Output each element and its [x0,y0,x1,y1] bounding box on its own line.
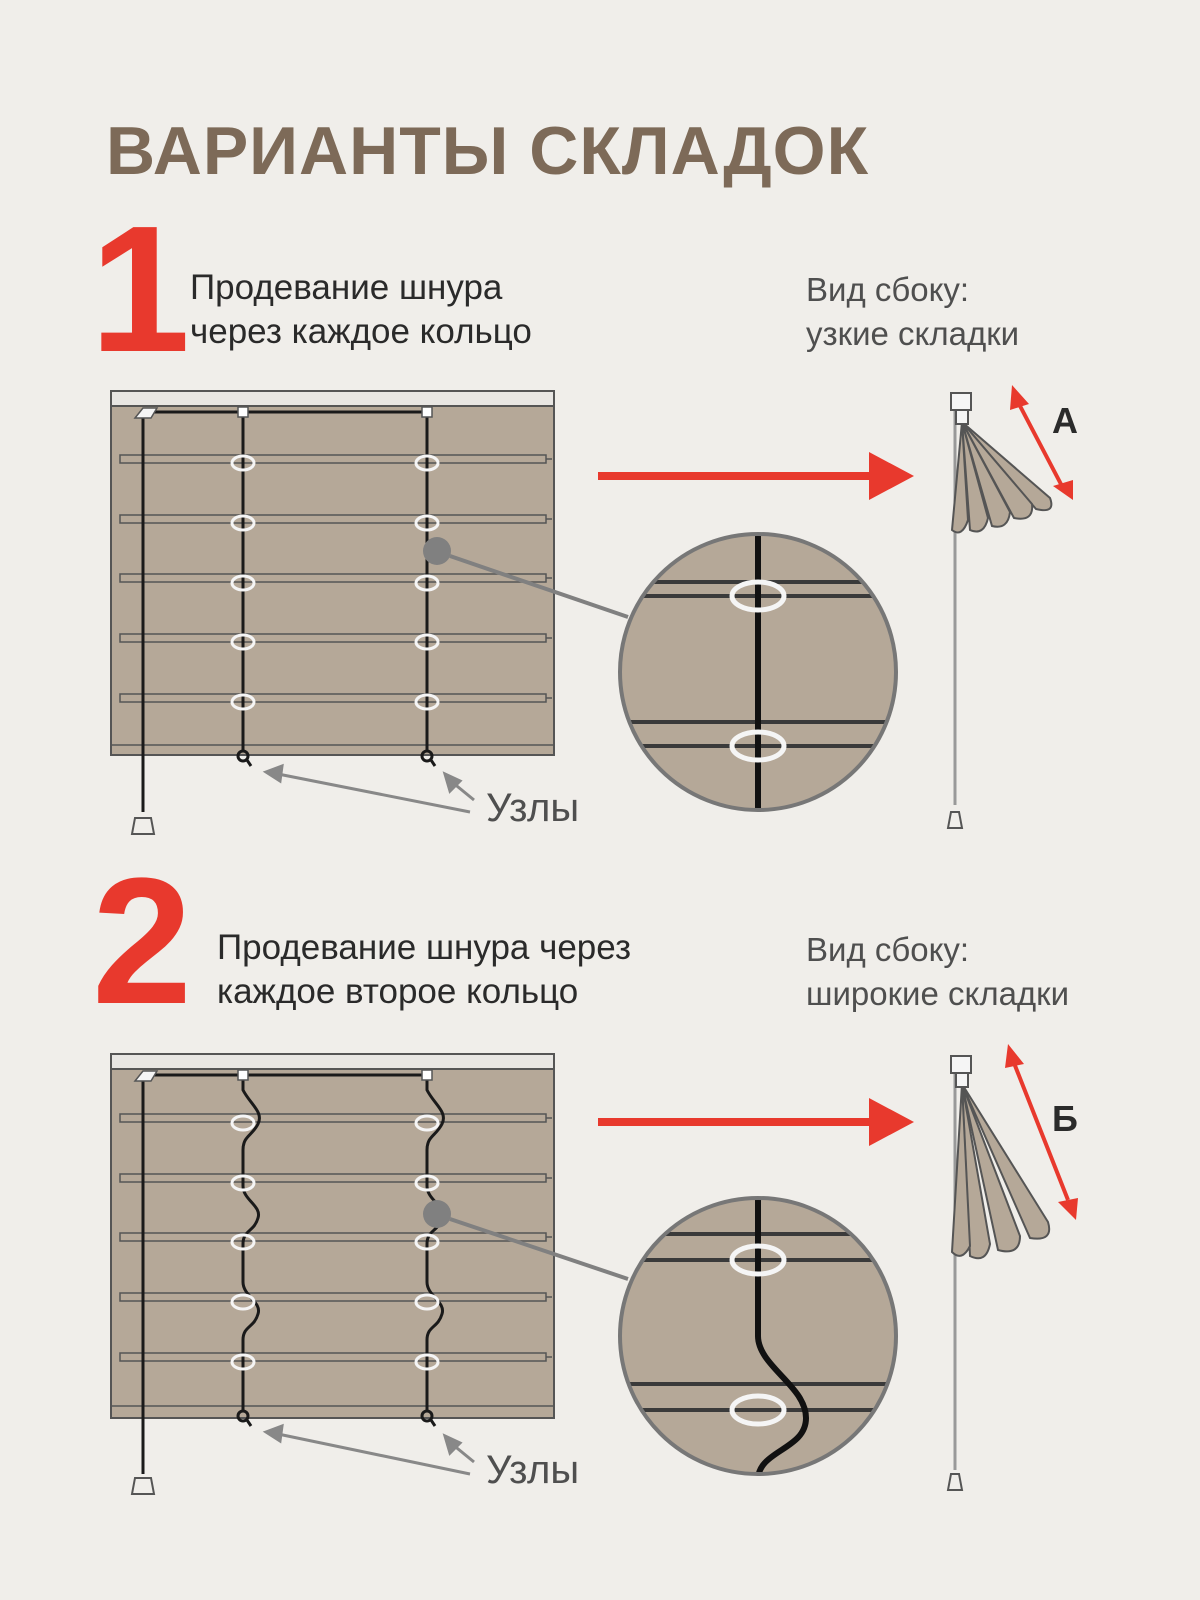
variant-1-side-view-caption: Вид сбоку: узкие складки [806,268,1019,356]
rings [230,1114,440,1371]
variant-2-side-view [946,1044,1078,1491]
variant-2-description-line2: каждое второе кольцо [217,972,579,1011]
variant-2-side-view-caption: Вид сбоку: широкие складки [806,928,1069,1016]
variant-2-description-line1: Продевание шнура через [217,928,632,967]
cord-lock-icon [133,1070,159,1082]
page-title: ВАРИАНТЫ СКЛАДОК [106,113,870,189]
dimension-arrow-a [1010,385,1073,500]
knot-pointers [262,1423,475,1476]
variant-2-arrow [598,1098,914,1146]
cord-weight-icon [130,1477,156,1495]
folds [950,421,1053,534]
pulley-icon [237,406,249,418]
zoom-point [423,537,451,565]
variant-1-side-view [946,385,1073,829]
variant-1-number: 1 [90,189,191,390]
cord-left [241,1075,261,1412]
variant-1-side-view-line2: узкие складки [806,315,1020,352]
knots [236,1409,437,1427]
variant-2-side-view-line1: Вид сбоку: [806,931,970,968]
variant-1-knots-label: Узлы [486,786,580,830]
pulley-icon [237,1069,249,1081]
knot-pointers [262,763,475,814]
variant-2-magnifier [423,1196,898,1476]
pulley-icon [421,406,433,418]
variant-2-number: 2 [92,841,193,1042]
pulley-icon [421,1069,433,1081]
headrail [110,390,555,407]
zoom-point [423,1200,451,1228]
rings [230,454,440,711]
cord-lock-icon [133,407,159,419]
variant-1-description: Продевание шнура через каждое кольцо [190,266,532,354]
magnifier-circle [618,1196,898,1476]
variant-2-knots-label: Узлы [486,1448,580,1492]
folds [950,1083,1051,1260]
variant-2-side-view-line2: широкие складки [806,975,1070,1012]
knots [236,749,437,767]
variant-1-fold-letter: А [1052,400,1078,441]
variant-1-description-line2: через каждое кольцо [190,312,532,351]
variant-1-side-view-line1: Вид сбоку: [806,271,970,308]
variant-2-fold-letter: Б [1052,1098,1078,1139]
variant-2-front-view [110,1053,555,1495]
cord-weight-icon [130,817,156,835]
dimension-arrow-b [1005,1044,1078,1220]
variant-1-magnifier [423,532,898,812]
headrail [110,1053,555,1070]
variant-1-description-line1: Продевание шнура [190,268,503,307]
variant-1-arrow [598,452,914,500]
variant-2-description: Продевание шнура через каждое второе кол… [217,926,631,1014]
variant-1-front-view [110,390,555,835]
magnifier-circle [618,532,898,812]
rods [111,454,554,746]
